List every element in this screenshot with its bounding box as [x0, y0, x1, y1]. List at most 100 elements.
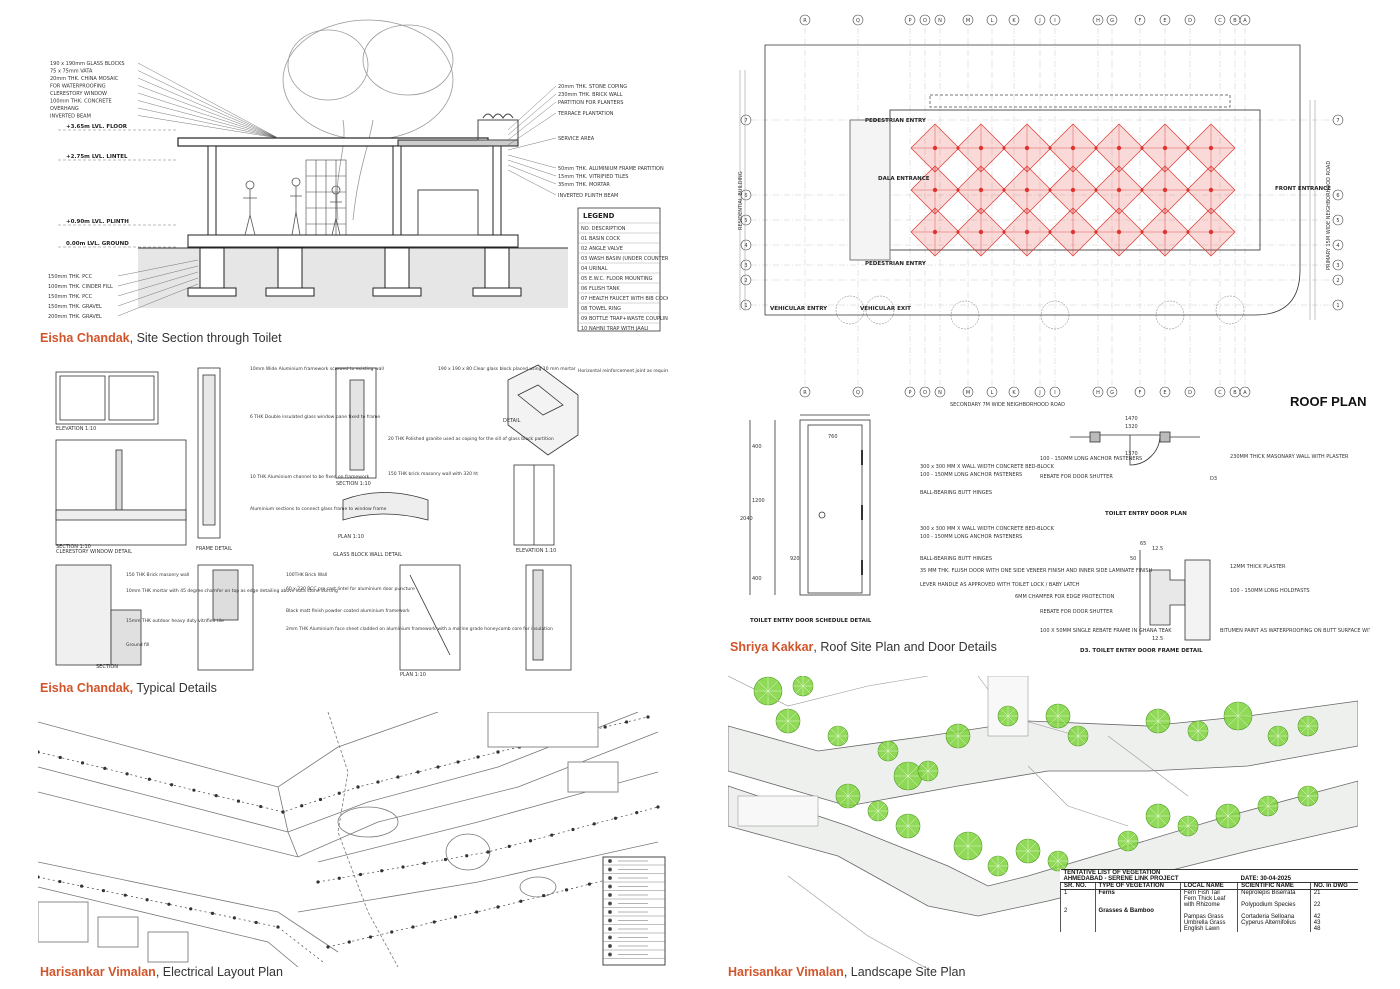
tree-spoke	[870, 803, 879, 812]
grid-bubble-label: Q	[856, 390, 860, 396]
detail-notes: 10mm Wide Aluminium framework screwed to…	[126, 366, 668, 648]
detail-note: 10mm Wide Aluminium framework screwed to…	[250, 366, 384, 372]
light-fixture	[564, 888, 569, 892]
veg-header-cell: LOCAL NAME	[1179, 882, 1238, 890]
door-note: 230MM THICK MASONARY WALL WITH PLASTER	[1230, 454, 1349, 460]
door-note: 300 x 300 MM X WALL WIDTH CONCRETE BED-B…	[920, 464, 1055, 470]
entry-label: DALA ENTRANCE	[878, 176, 930, 182]
grid-bubble-label: C	[1218, 390, 1222, 396]
detail-label: PLAN 1:10	[338, 534, 364, 540]
light-fixture	[390, 930, 394, 934]
landscape-plan-drawing	[728, 676, 1358, 969]
section-label: 75 x 75mm VATA	[50, 69, 93, 75]
column	[392, 145, 402, 247]
light-fixture	[232, 916, 236, 920]
grid-bubble-label: D	[1188, 390, 1192, 396]
light-fixture	[396, 775, 400, 779]
legend-row: 08 TOWEL RING	[581, 306, 621, 312]
grid-bubble-label: 6	[1336, 193, 1339, 199]
tree-spoke	[997, 858, 1006, 867]
leader-line	[507, 137, 557, 151]
legend-row: 05 E.W.C. FLOOR MOUNTING	[581, 276, 653, 282]
tree-spoke	[1270, 728, 1279, 737]
roof-labels: SECONDARY 7M WIDE NEIGHBORHOOD ROADPRIMA…	[738, 118, 1332, 408]
tree-spoke	[1049, 715, 1059, 725]
tree-spoke	[787, 712, 797, 722]
light-fixture	[587, 882, 592, 886]
leader-line	[507, 93, 557, 136]
column	[207, 145, 217, 247]
legend-row: 10 NAHNI TRAP WITH JAALI	[581, 326, 648, 332]
electrical-layout-panel	[38, 712, 668, 967]
tree-spoke	[1000, 715, 1009, 724]
grid-bubble	[1332, 239, 1344, 251]
dimension: 1470	[1125, 416, 1138, 422]
tree-spoke	[1157, 720, 1167, 730]
light-fixture	[422, 861, 426, 865]
grid-bubble	[1008, 386, 1020, 398]
veg-cell: Polypodium Species	[1237, 902, 1311, 908]
tree-spoke	[1027, 850, 1037, 860]
entry-label: PEDESTRIAN ENTRY	[865, 261, 927, 267]
tree-spoke	[1050, 860, 1059, 869]
veg-cell	[1060, 902, 1096, 908]
door-note: 100 - 150MM LONG ANCHOR FASTENERS	[1040, 456, 1142, 462]
entry-label: FRONT ENTRANCE	[1275, 186, 1331, 192]
grid-bubble	[1239, 386, 1251, 398]
veg-cell	[1060, 926, 1096, 932]
tree-spoke	[899, 825, 909, 835]
veg-cell: Grasses & Bamboo	[1094, 908, 1181, 914]
tree-symbol	[1215, 295, 1245, 325]
tree-spoke	[1019, 850, 1029, 860]
grid-bubble	[962, 386, 974, 398]
grid-bubble	[740, 239, 752, 251]
grid-bubble	[986, 14, 998, 26]
veg-cell: English Lawn	[1179, 926, 1238, 932]
grid-bubble	[904, 386, 916, 398]
caption-title: , Landscape Site Plan	[843, 965, 966, 979]
grid-bubble-label: P	[908, 390, 911, 396]
roof-apex	[978, 145, 984, 151]
veg-cell: Fern Fish Tail	[1179, 889, 1238, 896]
light-fixture	[145, 898, 149, 902]
door-note: BITUMEN PAINT AS WATERPROOFING ON BUTT S…	[1220, 628, 1370, 634]
grid-bubble-label: I	[1054, 390, 1055, 396]
light-fixture	[519, 899, 523, 903]
roof-apex	[1070, 229, 1076, 235]
roof-apex	[932, 187, 938, 193]
door-note: 100 X 50MM SINGLE REBATE FRAME IN GHANA …	[1040, 628, 1172, 634]
grid-bubble	[1106, 14, 1118, 26]
tree-spoke	[1149, 815, 1159, 825]
grid-bubble	[740, 214, 752, 226]
legend-symbol	[608, 927, 612, 931]
section-level-markers: +3.65m LVL. FLOOR+2.75m LVL. LINTEL+0.90…	[58, 124, 178, 248]
grid-bubble-label: R	[803, 390, 807, 396]
grid-bubble	[1332, 274, 1344, 286]
detail-label: SECTION	[96, 664, 118, 670]
section-label: INVERTED PLINTH BEAM	[558, 193, 618, 199]
tree-spoke	[1300, 718, 1309, 727]
tree-spoke	[839, 795, 849, 805]
door-note: 35 MM THK. FLUSH DOOR WITH ONE SIDE VENE…	[920, 568, 1153, 574]
grid-bubble-label: K	[1012, 18, 1016, 24]
site-boundary	[764, 44, 1301, 316]
section-label: 100mm THK. CINDER FILL	[48, 284, 113, 290]
grid-bubble	[1034, 386, 1046, 398]
tree-spoke	[837, 735, 846, 744]
detail-label: CLERESTORY WINDOW DETAIL	[56, 549, 132, 555]
legend-row: 07 HEALTH FAUCET WITH BIB COCK	[581, 296, 668, 302]
caption-title: , Roof Site Plan and Door Details	[813, 640, 997, 654]
leader-line	[507, 85, 557, 131]
tree-spoke	[899, 817, 909, 827]
grid-bubble	[1049, 386, 1061, 398]
tree-spoke	[1120, 840, 1129, 849]
tree-spoke	[990, 858, 999, 867]
veg-cell	[1237, 896, 1311, 902]
tree-spoke	[1019, 842, 1029, 852]
grid-bubble-label: J	[1038, 18, 1040, 24]
detail-label: ELEVATION 1:10	[56, 426, 96, 432]
